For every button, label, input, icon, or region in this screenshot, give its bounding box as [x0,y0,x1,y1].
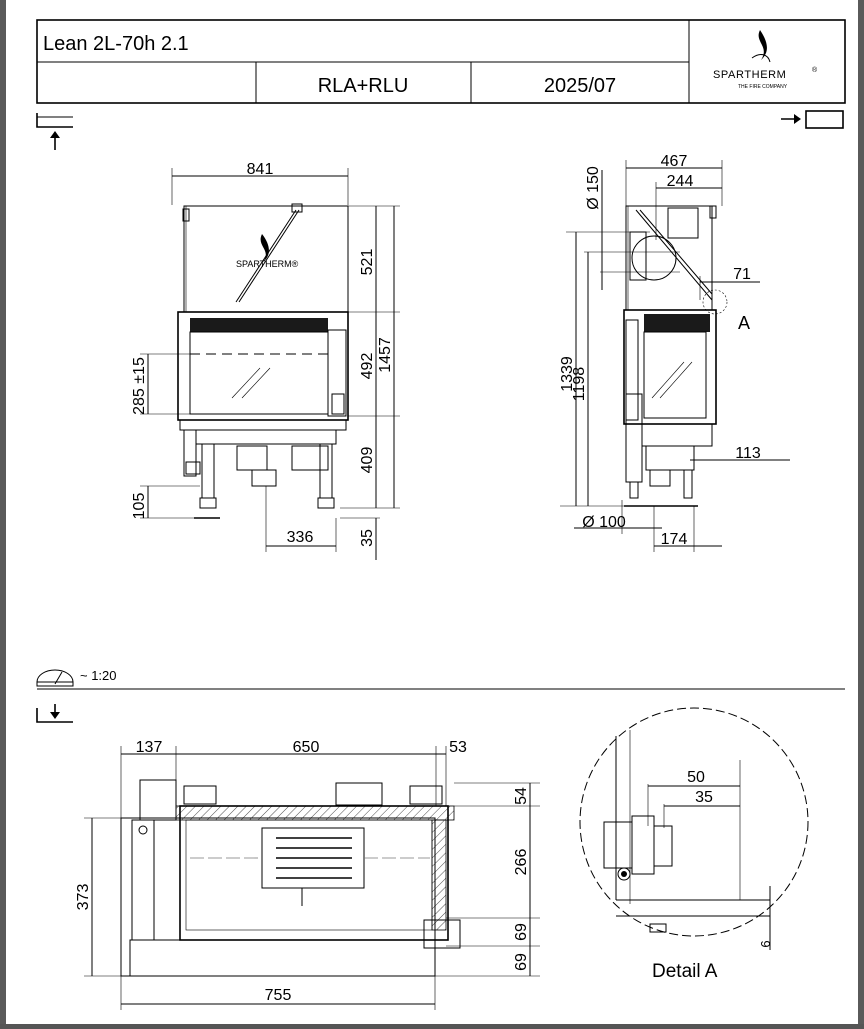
dim-glass-height: 492 [359,353,376,380]
side-view-direction-icon [781,110,844,129]
right-window-edge [858,0,864,1024]
dim-plan-54: 54 [513,787,530,805]
dim-plan-69b: 69 [513,953,530,971]
dim-total-height: 1457 [377,337,394,373]
variant-label: RLA+RLU [318,75,409,97]
dim-base-height: 409 [359,447,376,474]
title-block: Lean 2L-70h 2.1 RLA+RLU 2025/07 SPARTHER… [36,19,846,104]
dim-top-height: 521 [359,249,376,276]
dim-offset-174: 174 [661,531,688,548]
dim-detail-35: 35 [695,789,713,806]
dim-floor: 35 [359,529,376,547]
dim-plan-69a: 69 [513,923,530,941]
dim-plan-266: 266 [513,849,530,876]
dim-door-offset: 285 ±15 [131,357,148,415]
plan-view [120,779,461,977]
detail-a-label: Detail A [652,961,718,982]
brand-tagline: THE FIRE COMPANY [738,84,788,90]
brand-registered: ® [812,66,818,74]
scale-icon [36,669,74,687]
paper: Lean 2L-70h 2.1 RLA+RLU 2025/07 SPARTHER… [6,0,858,1024]
plan-view-direction-icon [36,704,73,723]
dim-outlet-offset: 336 [287,529,314,546]
side-view [623,205,728,507]
dim-offset-71: 71 [733,266,751,283]
dim-plan-total-width: 755 [265,987,292,1004]
date-label: 2025/07 [544,75,616,97]
dim-offset-113: 113 [735,445,761,462]
dim-plan-right: 53 [449,739,467,756]
side-dimensions: A 467 244 Ø 150 71 1339 1198 113 [559,153,790,552]
dim-height-1198: 1198 [571,367,588,402]
front-brand-label: SPARTHERM® [236,259,299,269]
dim-flue-offset: 244 [667,173,694,190]
dim-plan-left: 137 [136,739,163,756]
dim-detail-6: 6 [758,940,773,947]
brand-name: SPARTHERM [713,69,786,81]
front-view: SPARTHERM® [177,203,349,519]
dim-flue-diameter: Ø 150 [585,166,602,210]
dim-air-diameter: Ø 100 [582,514,626,531]
dim-detail-50: 50 [687,769,705,786]
detail-a-marker: A [738,313,750,333]
front-dimensions: 841 521 492 1457 409 35 285 ±15 105 [131,161,400,560]
plan-dimensions: 137 650 53 755 373 54 266 69 69 [75,739,540,1010]
detail-a: 50 35 6 [579,707,809,950]
scale-label: ~ 1:20 [80,668,117,683]
left-window-edge [0,0,6,1024]
dim-front-width: 841 [247,161,274,178]
dim-feet: 105 [131,493,148,520]
front-view-direction-icon [36,113,73,150]
dim-plan-inner-width: 650 [293,739,320,756]
dim-height-1339: 1339 [559,356,576,392]
spartherm-logo: SPARTHERM ® THE FIRE COMPANY [713,30,818,90]
dim-plan-depth: 373 [75,884,92,911]
model-title: Lean 2L-70h 2.1 [43,33,189,55]
technical-drawing: Lean 2L-70h 2.1 RLA+RLU 2025/07 SPARTHER… [36,19,846,1010]
dim-depth: 467 [661,153,688,170]
